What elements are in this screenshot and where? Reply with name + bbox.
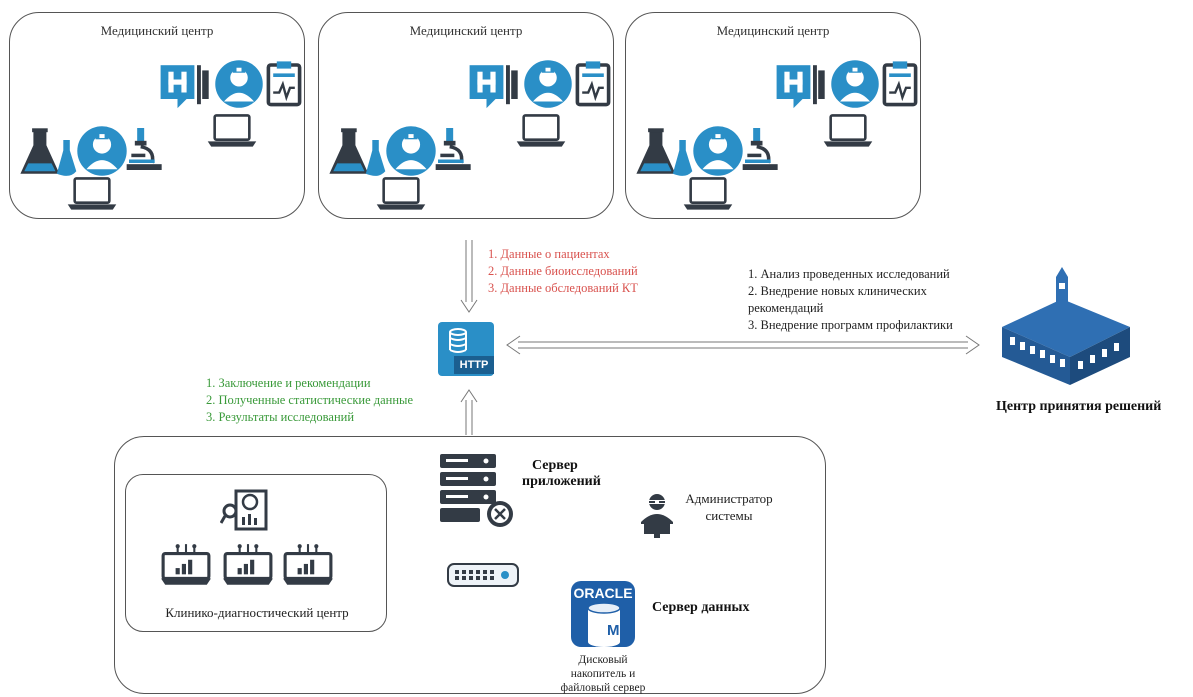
medical-center-title: Медицинский центр	[100, 23, 214, 38]
medical-center-panel-2: Медицинский центр	[318, 12, 614, 219]
flow-item: 3. Результаты исследований	[206, 410, 355, 424]
flow-item: 2. Полученные статистические данные	[206, 393, 413, 407]
storage-label-line: накопитель и	[570, 668, 636, 680]
admin-label: Администратор системы	[674, 490, 784, 524]
storage-label: Дисковый накопитель и файловый сервер	[548, 653, 658, 695]
clinic-panel: Клинико-диагностический центр	[125, 474, 387, 632]
medical-center-panel-3: Медицинский центр	[625, 12, 921, 219]
medical-center-panel-1: Медицинский центр	[9, 12, 305, 219]
medical-center-title: Медицинский центр	[716, 23, 830, 38]
flow-item: 2. Внедрение новых клинических	[748, 284, 927, 298]
monitor-icon	[282, 543, 334, 589]
up-arrow-icon	[460, 389, 478, 435]
medical-center-title: Медицинский центр	[409, 23, 523, 38]
admin-icon	[641, 494, 673, 538]
clinic-label: Клинико-диагностический центр	[165, 605, 349, 620]
flow-item: 2. Данные биоисследований	[488, 264, 638, 278]
http-badge: HTTP	[459, 359, 489, 371]
storage-label-line: Дисковый	[578, 654, 628, 666]
bidirectional-arrow-icon	[506, 335, 980, 355]
http-server-icon	[438, 322, 494, 376]
decision-center-label: Центр принятия решений	[996, 399, 1162, 414]
admin-label-line: системы	[705, 508, 753, 523]
report-icon	[220, 489, 268, 531]
monitor-icon	[160, 543, 212, 589]
flow-item: 3. Внедрение программ профилактики	[748, 318, 953, 332]
flow-item: 1. Заключение и рекомендации	[206, 376, 371, 390]
admin-label-line: Администратор	[685, 491, 773, 506]
flow-item: 3. Данные обследований КТ	[488, 281, 638, 295]
http-server: HTTP	[436, 320, 498, 378]
down-arrow-icon	[460, 240, 478, 313]
patient-data-flow-list: 1. Данные о пациентах 2. Данные биоиссле…	[488, 246, 708, 297]
decision-flow-list: 1. Анализ проведенных исследований 2. Вн…	[748, 266, 993, 334]
app-server-label-line: приложений	[522, 474, 601, 489]
server-rack-icon	[440, 454, 513, 527]
database-icon	[571, 581, 635, 647]
app-server-label-line: Сервер	[532, 458, 578, 473]
oracle-letter: M	[607, 622, 620, 639]
app-server-label: Сервер приложений	[522, 458, 622, 490]
data-server-label: Сервер данных	[652, 600, 750, 615]
network-switch-icon	[447, 563, 519, 587]
results-flow-list: 1. Заключение и рекомендации 2. Полученн…	[206, 375, 466, 426]
oracle-database: ORACLE M	[570, 580, 636, 648]
storage-label-line: файловый сервер	[560, 682, 646, 694]
monitor-icon	[222, 543, 274, 589]
flow-item: 1. Данные о пациентах	[488, 247, 610, 261]
building-icon	[1002, 267, 1130, 385]
oracle-title: ORACLE	[573, 585, 633, 601]
flow-item: 1. Анализ проведенных исследований	[748, 267, 950, 281]
flow-item: рекомендаций	[748, 301, 824, 315]
